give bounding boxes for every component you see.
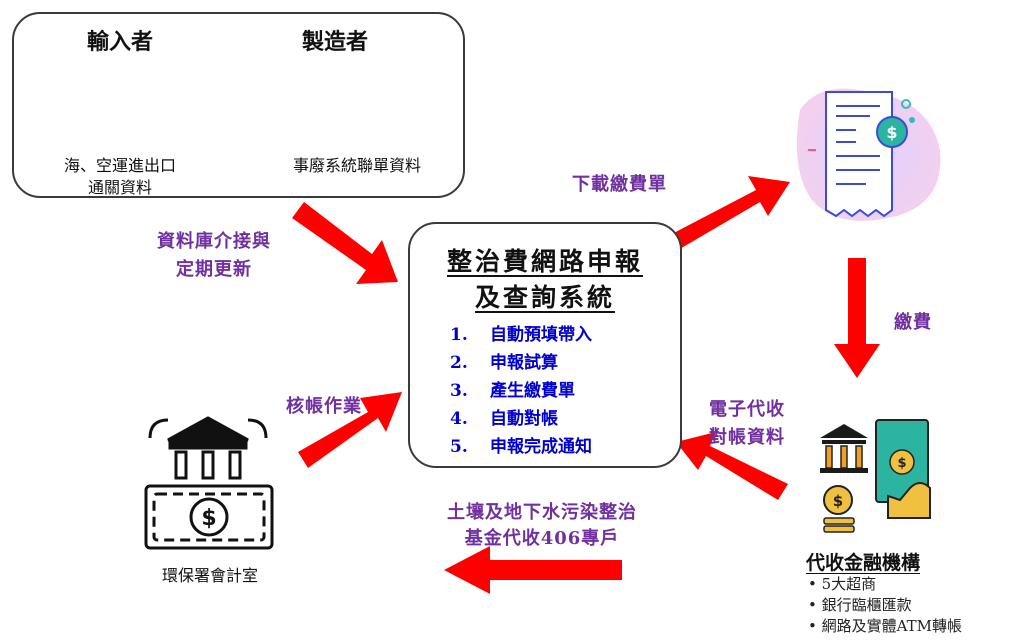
arrow-system-to-accounting: [298, 392, 402, 468]
accounting-bank-icon: $: [144, 416, 274, 550]
e-reconcile-label: 電子代收 對帳資料: [692, 396, 802, 452]
db-link-label-line2: 定期更新: [176, 259, 252, 280]
manufacturer-title: 製造者: [301, 29, 368, 55]
system-step: 2. 申報試算: [450, 348, 558, 373]
importer-title: 輸入者: [86, 29, 153, 55]
arrow-fund-to-accounting: [444, 546, 622, 594]
step-label: 自動對帳: [490, 409, 558, 429]
system-step: 4. 自動對帳: [450, 404, 558, 429]
download-bill-label: 下載繳費單: [572, 174, 667, 195]
step-number: 3.: [450, 381, 468, 401]
step-label: 產生繳費單: [490, 381, 575, 401]
payment-label: 繳費: [894, 312, 932, 333]
system-step: 1. 自動預填帶入: [450, 320, 592, 345]
system-step: 5. 申報完成通知: [450, 432, 592, 457]
system-title-line1: 整治費網路申報: [446, 247, 643, 276]
declaration-system-box: 整治費網路申報 及查詢系統 1. 自動預填帶入 2. 申報試算 3. 產生繳費單 4.…: [408, 222, 682, 468]
arrow-bank-to-system: [676, 432, 788, 500]
step-number: 5.: [450, 437, 468, 457]
manufacturer-caption: 事廢系統聯單資料: [292, 156, 421, 175]
fund-account-label-line1: 土壤及地下水污染整治: [447, 502, 637, 523]
financial-channel-list: • 5大超商 • 銀行臨櫃匯款 • 網路及實體ATM轉帳: [808, 574, 1008, 637]
fund-account-label: 土壤及地下水污染整治 基金代收406專戶: [412, 500, 672, 552]
system-title-line2: 及查詢系統: [474, 283, 615, 312]
step-number: 1.: [450, 325, 468, 345]
bank-payment-icon: $ $: [820, 419, 931, 533]
e-reconcile-label-line1: 電子代收: [709, 399, 785, 420]
svg-text:$: $: [897, 456, 906, 471]
svg-text:$: $: [886, 123, 897, 142]
db-link-label-line1: 資料庫介接與: [157, 231, 271, 252]
arrow-system-to-bill: [668, 176, 790, 250]
importer-caption-line2: 通關資料: [87, 178, 152, 197]
arrow-bill-to-bank: [834, 258, 880, 378]
arrow-db-to-system: [292, 202, 398, 284]
accounting-office-label: 環保署會計室: [161, 566, 258, 585]
system-step: 3. 產生繳費單: [450, 376, 575, 401]
step-label: 自動預填帶入: [490, 325, 592, 345]
step-label: 申報完成通知: [490, 437, 592, 457]
bill-receipt-icon: $: [796, 88, 941, 221]
e-reconcile-label-line2: 對帳資料: [709, 427, 785, 448]
svg-text:$: $: [833, 492, 843, 510]
verify-label: 核帳作業: [286, 396, 362, 417]
importer-caption-line1: 海、空運進出口: [63, 156, 176, 175]
list-item: • 網路及實體ATM轉帳: [808, 617, 962, 635]
fund-account-label-line2: 基金代收406專戶: [464, 528, 620, 549]
list-item: • 5大超商: [808, 575, 877, 593]
db-link-label: 資料庫介接與 定期更新: [144, 228, 284, 284]
svg-text:$: $: [201, 506, 216, 531]
financial-institution-title: 代收金融機構: [806, 552, 921, 574]
step-number: 4.: [450, 409, 468, 429]
step-number: 2.: [450, 353, 468, 373]
step-label: 申報試算: [490, 353, 558, 373]
data-sources-panel: [12, 12, 465, 198]
list-item: • 銀行臨櫃匯款: [808, 596, 912, 614]
